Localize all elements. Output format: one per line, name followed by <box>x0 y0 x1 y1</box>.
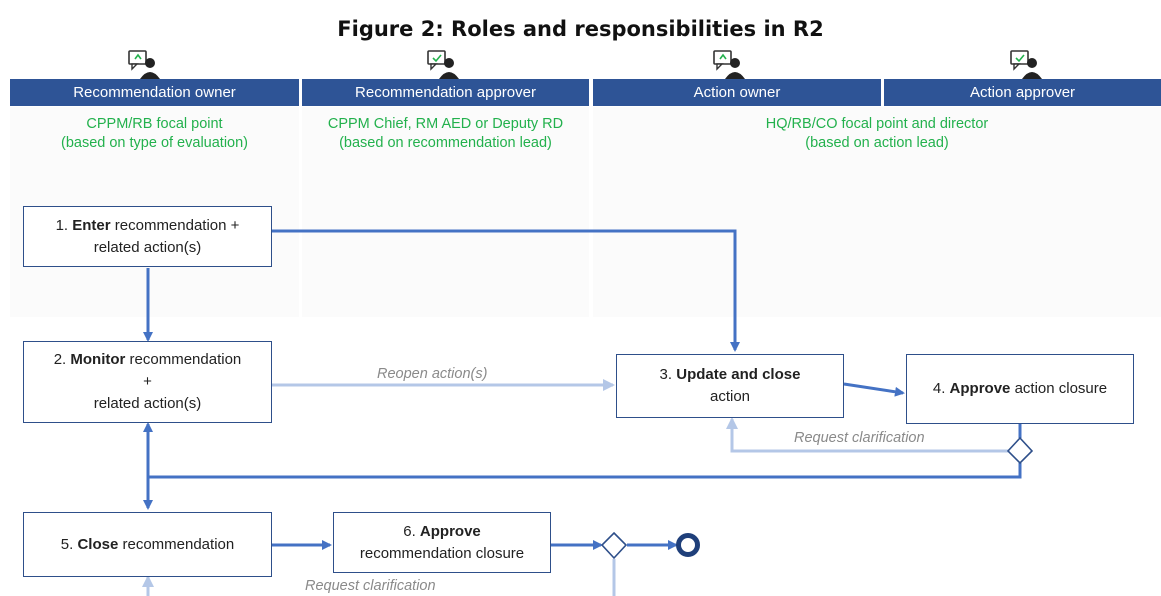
lane-subtitle-line: (based on recommendation lead) <box>339 135 552 151</box>
step-5-close-recommendation: 5. Close recommendation <box>23 512 272 577</box>
step-2-monitor-recommendation: 2. Monitor recommendation + related acti… <box>23 341 272 423</box>
user-chat-icon <box>427 50 459 79</box>
lane-background-approver <box>302 107 589 317</box>
step-verb: Enter <box>72 216 111 234</box>
figure-title: Figure 2: Roles and responsibilities in … <box>337 17 824 41</box>
lane-header-recommendation-owner: Recommendation owner <box>10 79 299 106</box>
lane-subtitle-action: HQ/RB/CO focal point and director (based… <box>593 115 1161 153</box>
step-line: + <box>143 373 152 390</box>
step-line: 3. Update and close <box>660 364 801 386</box>
lane-subtitle-line: CPPM Chief, RM AED or Deputy RD <box>327 116 564 132</box>
lane-subtitle-line: HQ/RB/CO focal point and director <box>765 116 989 132</box>
step-line: related action(s) <box>93 395 202 412</box>
lane-header-action-approver: Action approver <box>884 79 1161 106</box>
flow-label-request-clarification: Request clarification <box>794 430 925 446</box>
lane-subtitle-line: (based on type of evaluation) <box>60 135 248 151</box>
step-verb: Close <box>77 535 119 553</box>
user-chat-icon <box>713 50 745 79</box>
step-text: recommendation + <box>114 216 240 234</box>
lane-subtitle-recommendation-approver: CPPM Chief, RM AED or Deputy RD (based o… <box>302 115 589 153</box>
step-text: recommendation <box>122 535 235 553</box>
update-to-approve-arrow <box>843 382 905 397</box>
step-line: related action(s) <box>93 238 202 256</box>
step-verb: Approve <box>419 522 481 540</box>
decision-gateway <box>600 531 628 560</box>
lane-subtitle-line: (based on action lead) <box>805 135 949 151</box>
user-chat-icon <box>1010 50 1042 79</box>
gateway-loop-line <box>148 463 1022 479</box>
lane-header-recommendation-approver: Recommendation approver <box>302 79 589 106</box>
lane-subtitle-recommendation-owner: CPPM/RB focal point (based on type of ev… <box>10 115 299 153</box>
user-chat-icon <box>128 50 160 79</box>
step-text: action closure <box>1014 380 1108 397</box>
step-line: recommendation closure <box>359 544 525 562</box>
request-clarification-action-arrow <box>726 417 1010 453</box>
step-line: 6. Approve <box>403 521 481 543</box>
step-text: recommendation <box>129 351 242 368</box>
decision-gateway <box>1006 436 1034 465</box>
lane-header-action-owner: Action owner <box>593 79 881 106</box>
step-1-enter-recommendation: 1. Enter recommendation + related action… <box>23 206 272 267</box>
enter-to-update-arrow <box>272 229 740 352</box>
step-line: action <box>709 388 751 405</box>
step-number: 2. <box>53 351 67 368</box>
step-6-approve-recommendation-closure: 6. Approve recommendation closure <box>333 512 551 573</box>
step-verb: Monitor <box>70 351 126 368</box>
step-verb: Update and close <box>676 366 801 383</box>
end-event <box>676 533 700 557</box>
step-number: 5. <box>60 535 74 553</box>
step-3-update-and-close-action: 3. Update and close action <box>616 354 844 418</box>
step-verb: Approve <box>949 380 1011 397</box>
step-line: 5. Close recommendation <box>61 534 234 556</box>
flow-label-request-clarification: Request clarification <box>305 578 436 594</box>
flow-label-reopen: Reopen action(s) <box>377 366 488 382</box>
step-number: 1. <box>55 216 69 234</box>
step-line: 1. Enter recommendation + <box>56 215 240 237</box>
step-line: 2. Monitor recommendation <box>54 349 242 371</box>
step-4-approve-action-closure: 4. Approve action closure <box>906 354 1134 424</box>
step-line: 4. Approve action closure <box>933 378 1107 400</box>
lane-subtitle-line: CPPM/RB focal point <box>86 116 223 132</box>
step-number: 3. <box>659 366 673 383</box>
step-number: 4. <box>932 380 946 397</box>
lane-background-action <box>593 107 1161 317</box>
step-number: 6. <box>403 522 416 540</box>
